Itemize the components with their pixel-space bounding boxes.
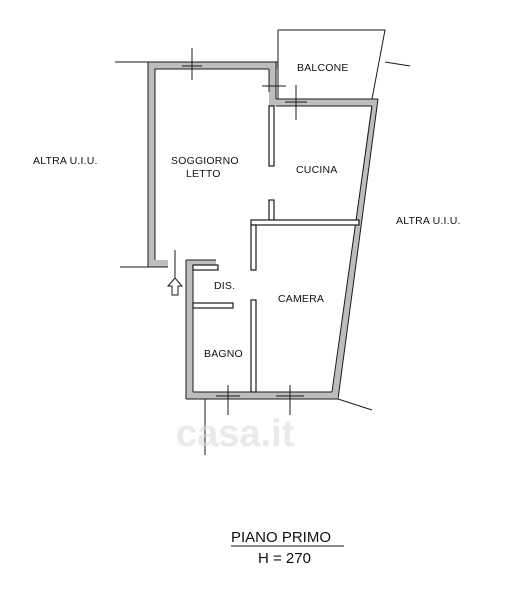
outline-living-inner <box>154 68 269 260</box>
neighbor-label-left: ALTRA U.I.U. <box>33 155 98 167</box>
outline-right-outer <box>337 98 379 400</box>
room-label-bagno: BAGNO <box>204 348 243 360</box>
room-label-letto: LETTO <box>186 168 221 180</box>
partition-dis-camera-lower <box>250 299 257 393</box>
plan-height: H = 270 <box>258 550 311 567</box>
wall-dis-top <box>186 260 216 267</box>
outline-right-inner <box>331 105 373 393</box>
wall-right-slanted <box>332 99 378 397</box>
watermark-text: casa.it <box>176 413 295 455</box>
plan-title: PIANO PRIMO <box>231 529 331 546</box>
room-label-soggiorno: SOGGIORNO <box>171 155 239 167</box>
wall-kitchen-top <box>269 99 374 106</box>
wall-top <box>148 62 278 69</box>
room-label-dis: DIS. <box>214 280 235 292</box>
neighbor-label-right: ALTRA U.I.U. <box>396 215 461 227</box>
wall-entrance <box>148 260 168 267</box>
partition-kitchen-camera <box>250 219 360 226</box>
interior-partitions <box>192 29 386 393</box>
partition-dis-top <box>192 264 219 271</box>
partition-living-kitchen-lower <box>268 199 275 221</box>
balcony-outline <box>278 29 386 100</box>
windows <box>174 48 307 415</box>
room-label-camera: CAMERA <box>278 293 324 305</box>
outer-walls <box>148 62 378 399</box>
room-label-cucina: CUCINA <box>296 164 337 176</box>
wall-bottom <box>192 392 337 399</box>
wall-left <box>148 62 155 267</box>
partition-dis-camera-upper <box>250 224 257 271</box>
entrance-arrow-icon <box>166 277 184 296</box>
partition-dis-bagno <box>192 302 234 309</box>
neighbor-boundaries <box>115 61 411 455</box>
wall-top-right <box>269 62 276 102</box>
partition-living-kitchen-upper <box>268 105 275 167</box>
room-label-balcone: BALCONE <box>297 62 349 74</box>
boundary-top-right <box>384 61 411 67</box>
boundary-bottom-right <box>337 398 373 411</box>
wall-bathroom-left <box>186 260 193 399</box>
